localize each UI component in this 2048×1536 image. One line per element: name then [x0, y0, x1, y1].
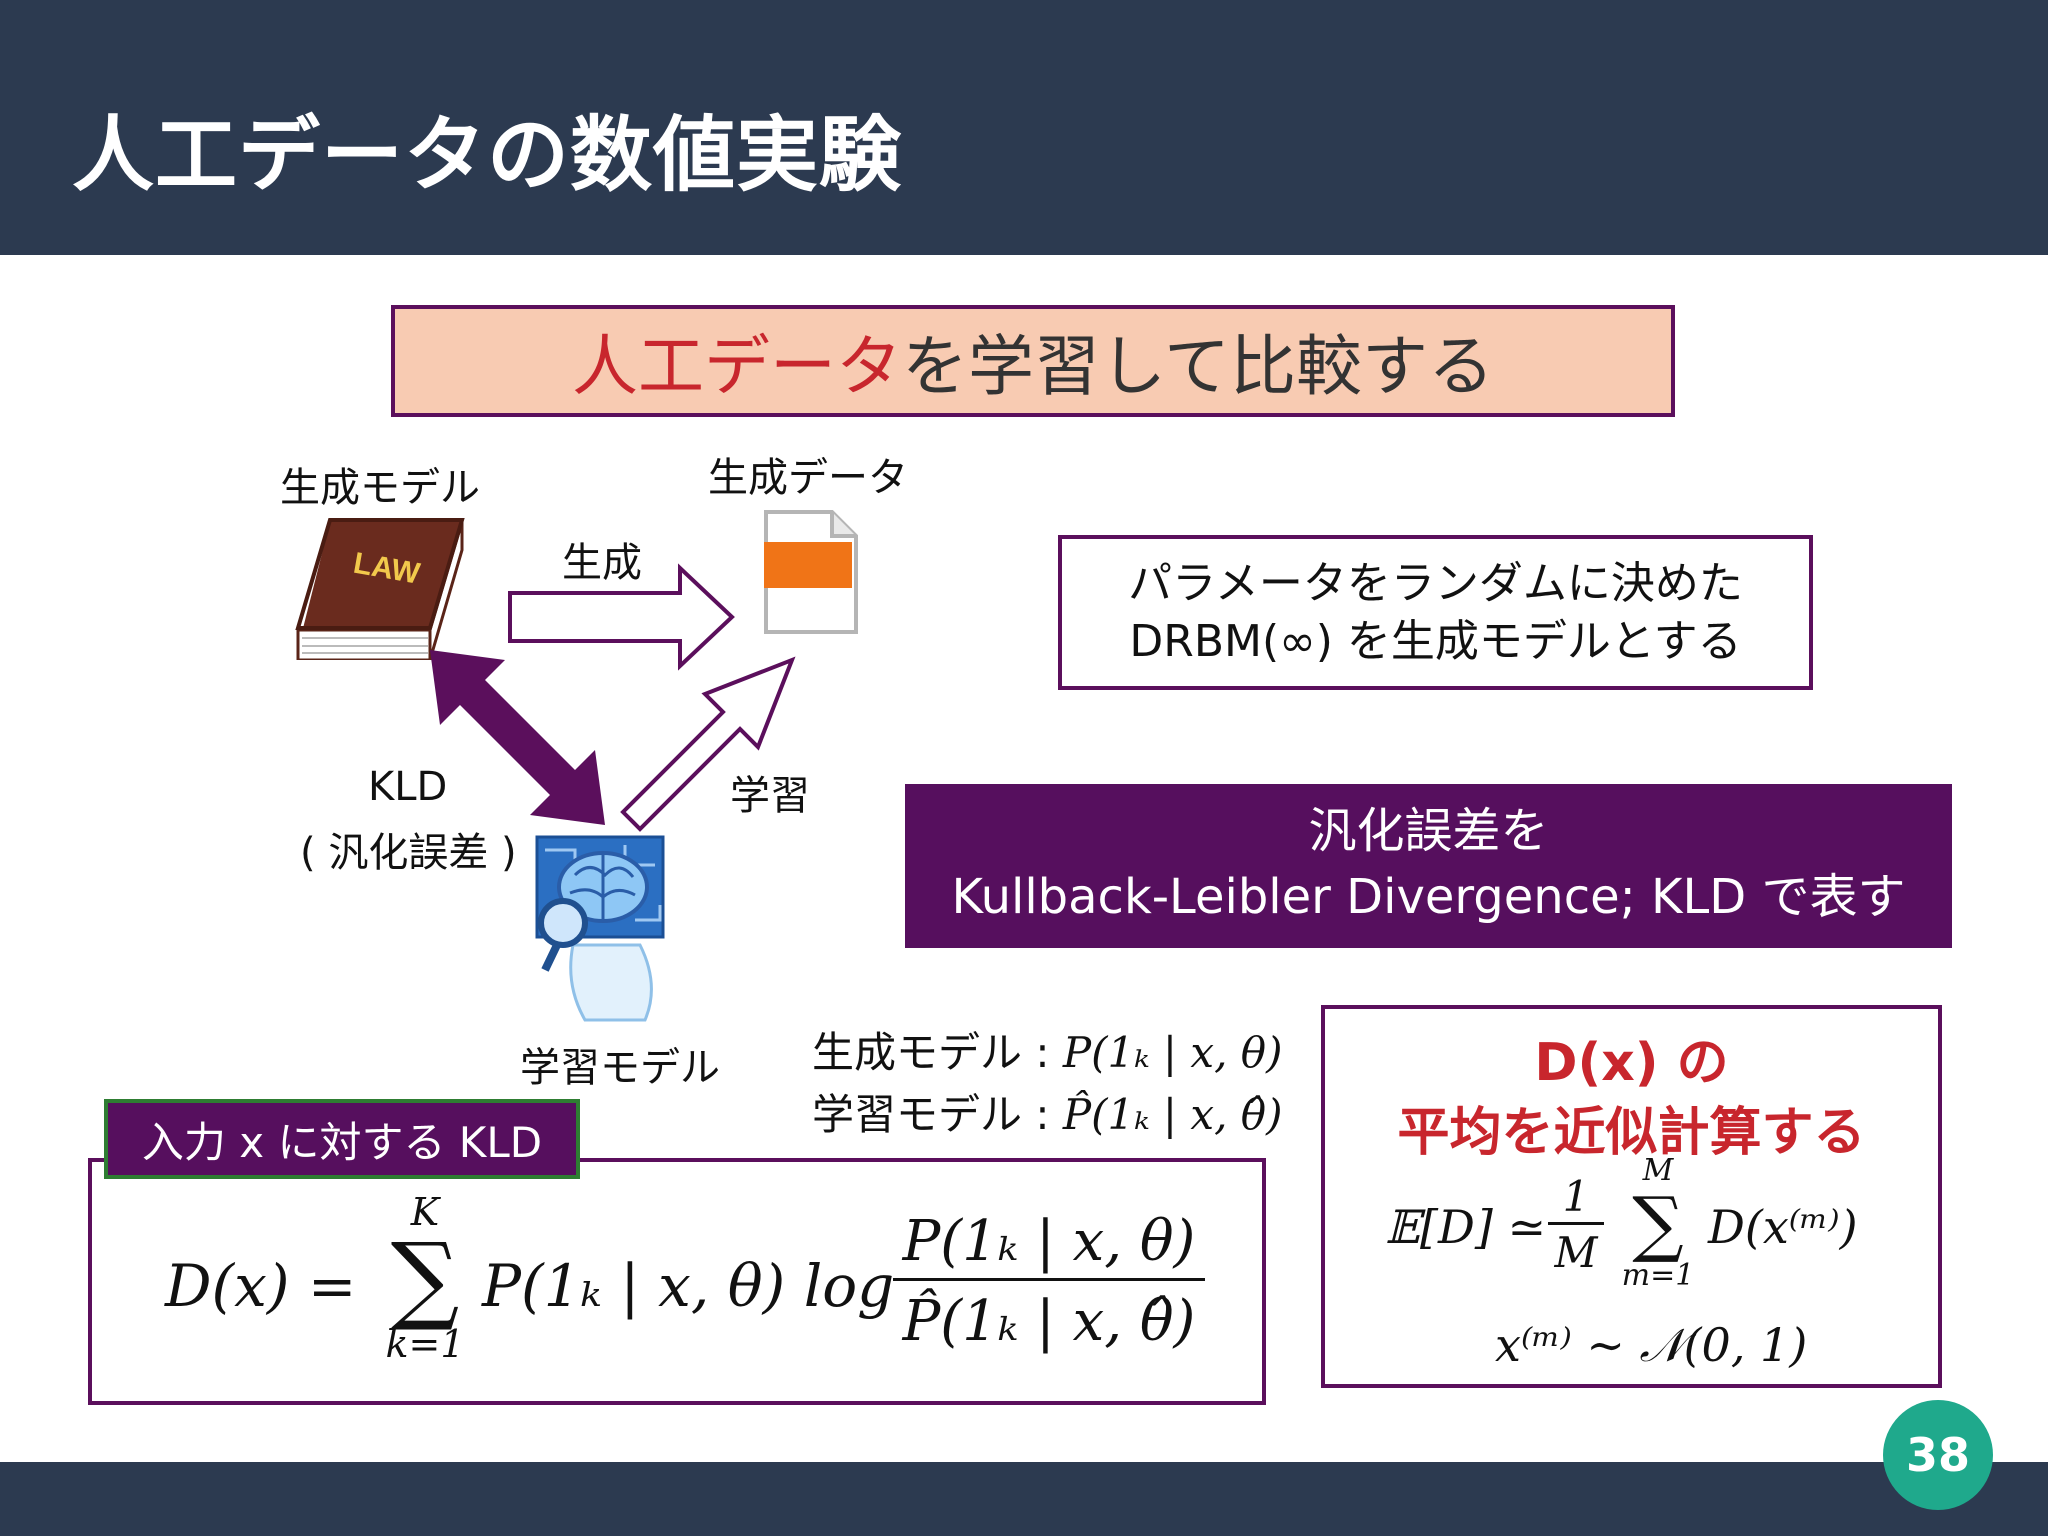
mc-title: D(x) の 平均を近似計算する	[1325, 1028, 1938, 1168]
generative-model-def: 生成モデル : P(1ₖ | x, θ)	[812, 1022, 1282, 1084]
mc-lhs: 𝔼[D] ≃	[1385, 1200, 1546, 1254]
slide-footer	[0, 1462, 2048, 1536]
mc-sum-symbol: ∑	[1632, 1181, 1684, 1265]
kld-definition-box: 汎化誤差を Kullback-Leibler Divergence; KLD で…	[905, 784, 1952, 948]
formula-lhs: D(x) =	[165, 1252, 357, 1320]
sum-symbol: ∑	[390, 1222, 460, 1334]
params-line-2: DRBM(∞) を生成モデルとする	[1129, 616, 1742, 667]
document-icon	[764, 510, 858, 634]
fraction-numerator: P(1ₖ | x, θ)	[902, 1209, 1196, 1274]
mc-sum-bottom: m=1	[1621, 1258, 1695, 1293]
mc-fraction: 1 M	[1548, 1172, 1604, 1281]
page-number: 38	[1883, 1400, 1993, 1510]
formula-term: P(1ₖ | x, θ) log	[482, 1252, 895, 1320]
learn-def-label: 学習モデル :	[812, 1090, 1063, 1139]
mc-frac-bar	[1548, 1222, 1604, 1225]
slide-title: 人工データの数値実験	[72, 108, 903, 203]
mc-title-line-1: D(x) の	[1534, 1033, 1729, 1093]
fraction-bar	[893, 1278, 1205, 1281]
kld-formula-box	[88, 1158, 1266, 1405]
learn-arrow	[620, 656, 796, 832]
params-line-1: パラメータをランダムに決めた	[1128, 558, 1743, 609]
sum-top: K	[410, 1190, 440, 1234]
topic-banner: 人工データを学習して比較する	[391, 305, 1675, 417]
banner-text: を学習して比較する	[901, 328, 1495, 405]
generative-model-label: 生成モデル	[280, 465, 480, 511]
fraction-denominator: P̂(1ₖ | x, θ̂)	[902, 1289, 1196, 1354]
learn-def-expr: P̂(1ₖ | x, θ̂)	[1062, 1090, 1283, 1139]
formula-sum: K ∑ k=1	[385, 1190, 465, 1366]
kld-def-line-2: Kullback-Leibler Divergence; KLD で表す	[951, 869, 1906, 925]
mc-frac-den: M	[1554, 1228, 1598, 1277]
kld-label: KLD	[368, 764, 448, 810]
mc-term: D(x⁽ᵐ⁾)	[1708, 1200, 1858, 1254]
learning-model-def: 学習モデル : P̂(1ₖ | x, θ̂)	[812, 1084, 1282, 1146]
kld-formula-tag: 入力 x に対する KLD	[104, 1099, 580, 1179]
generate-arrow	[508, 563, 735, 671]
mc-title-line-2: 平均を近似計算する	[1397, 1103, 1866, 1163]
gen-def-label: 生成モデル :	[812, 1028, 1063, 1077]
banner-highlight: 人工データ	[571, 328, 902, 405]
mc-sampling: x⁽ᵐ⁾ ∼ 𝒩(0, 1)	[1495, 1318, 1808, 1372]
gen-def-expr: P(1ₖ | x, θ)	[1062, 1028, 1283, 1077]
mc-sum-top: M	[1642, 1153, 1674, 1188]
model-definitions: 生成モデル : P(1ₖ | x, θ) 学習モデル : P̂(1ₖ | x, …	[812, 1022, 1282, 1146]
generate-arrow-label: 生成	[562, 540, 642, 586]
learn-arrow-label: 学習	[730, 773, 810, 819]
monte-carlo-box	[1321, 1005, 1942, 1388]
generated-data-label: 生成データ	[708, 455, 908, 501]
mc-frac-num: 1	[1562, 1172, 1590, 1221]
sum-bottom: k=1	[385, 1322, 465, 1366]
brain-robot-icon	[535, 835, 665, 1022]
mc-sum: M ∑ m=1	[1618, 1155, 1698, 1293]
learning-model-label: 学習モデル	[520, 1045, 720, 1091]
kld-sub-label: ( 汎化誤差 )	[300, 830, 517, 876]
slide-header	[0, 0, 2048, 255]
params-box: パラメータをランダムに決めた DRBM(∞) を生成モデルとする	[1058, 535, 1813, 690]
kld-arrow	[430, 650, 605, 825]
formula-fraction: P(1ₖ | x, θ) P̂(1ₖ | x, θ̂)	[893, 1206, 1205, 1363]
book-icon: LAW	[295, 518, 465, 660]
kld-def-line-1: 汎化誤差を	[1308, 803, 1549, 859]
